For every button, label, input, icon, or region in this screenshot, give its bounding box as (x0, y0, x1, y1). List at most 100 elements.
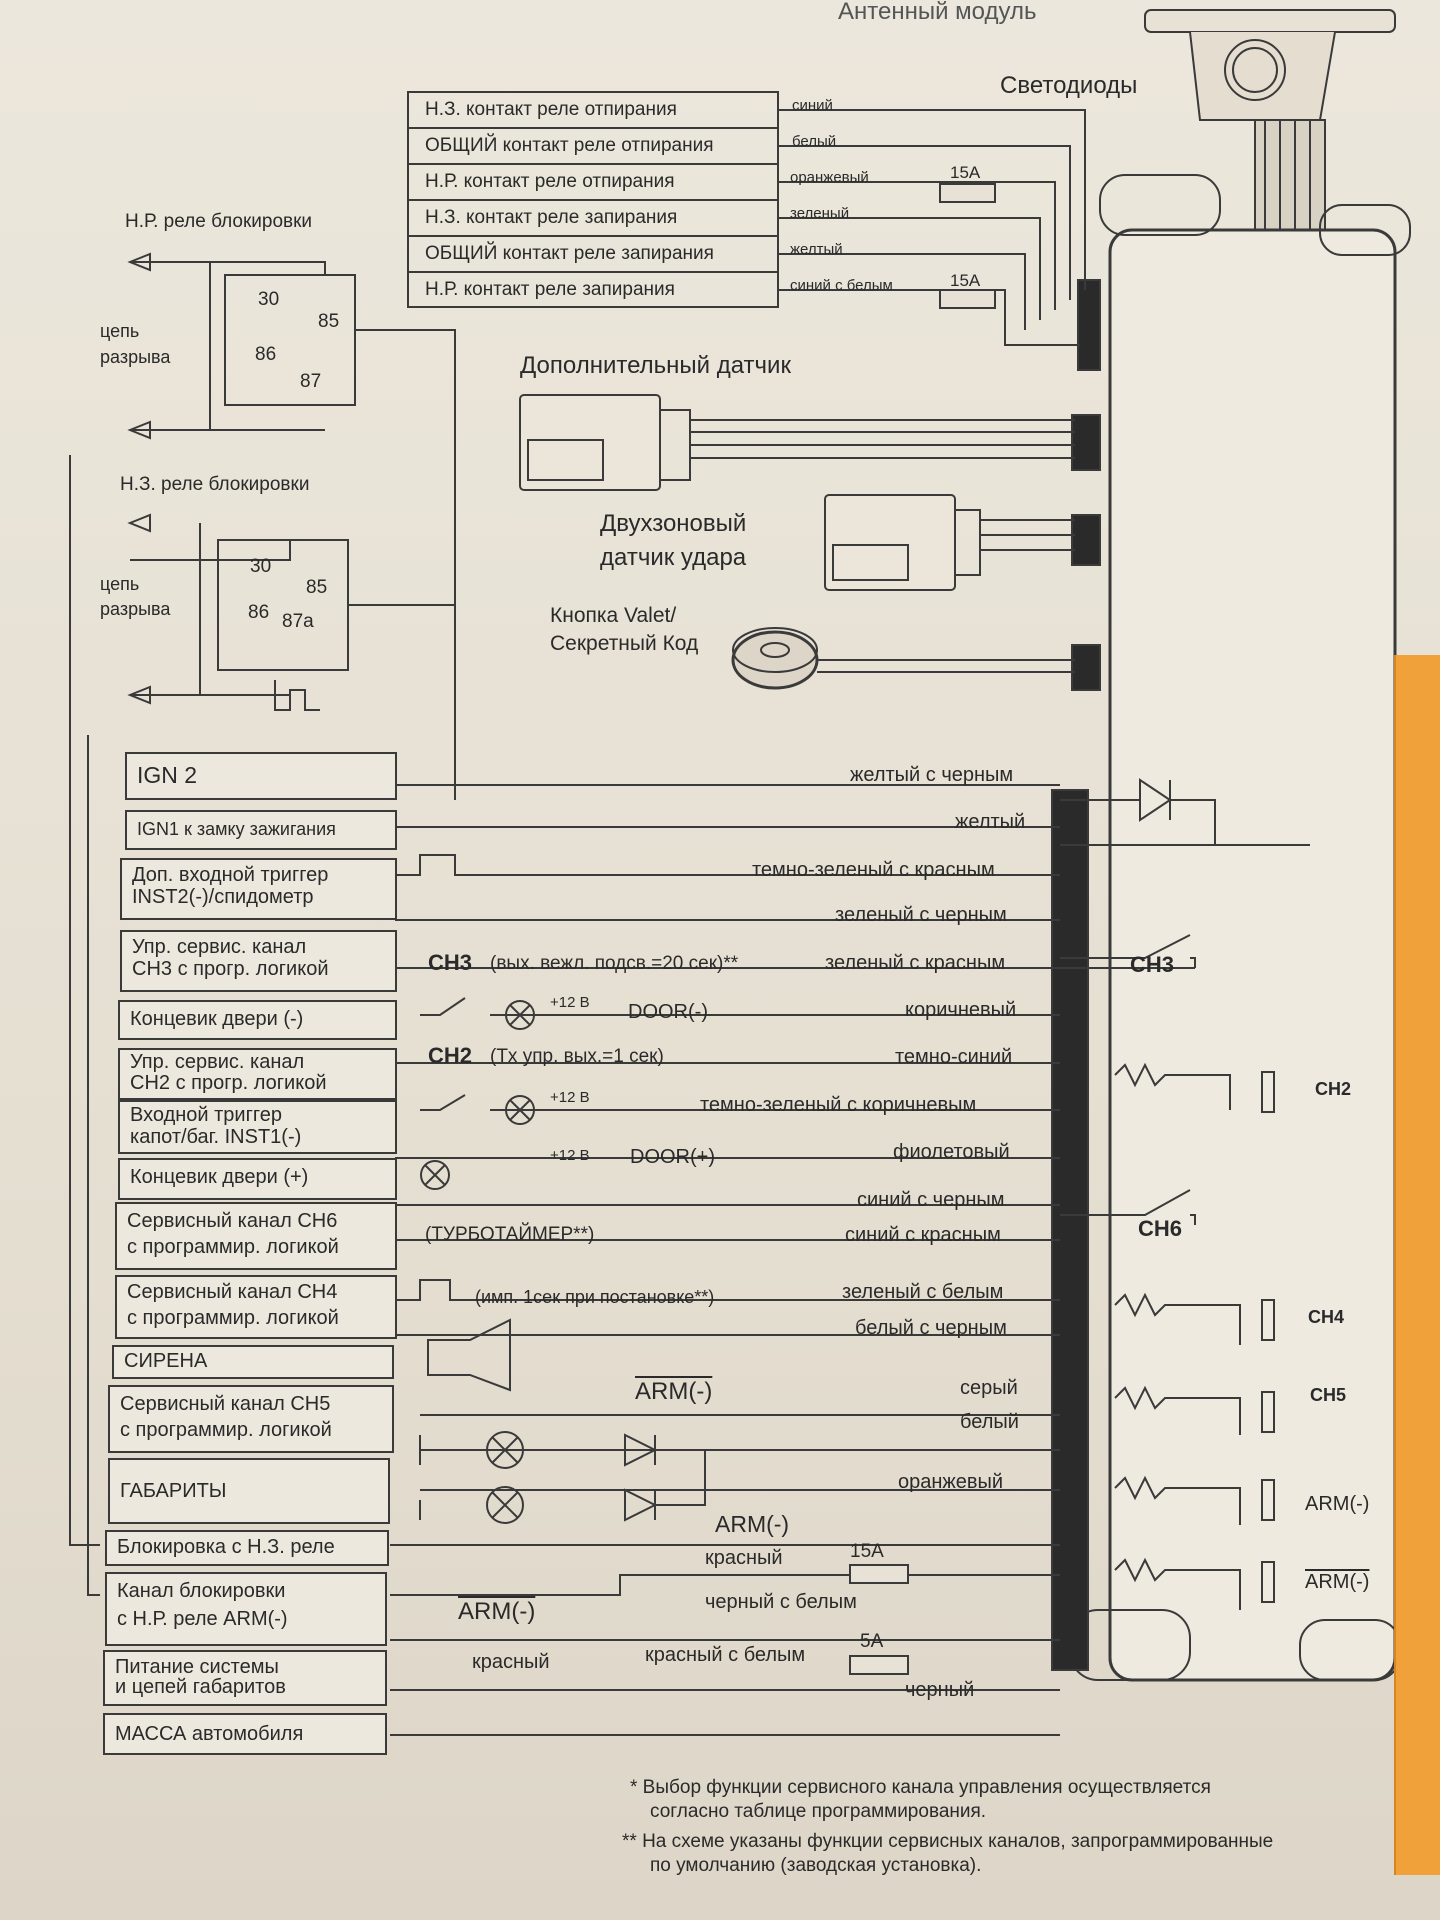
relay-nc-pin-85: 85 (306, 577, 328, 598)
plus12-label-2: +12 В (550, 1089, 590, 1106)
fuse-15a: 15A (850, 1541, 884, 1562)
lock-wire-5: желтый (790, 241, 843, 258)
turbo-note: (ТУРБОТАЙМЕР**) (425, 1224, 595, 1245)
wire-red-white: красный с белым (645, 1644, 806, 1666)
ch3-relay-label: CH3 (1130, 952, 1175, 977)
wire-brown: коричневый (905, 999, 1017, 1021)
relay-nc-pin-30: 30 (250, 556, 272, 577)
func-nc-block: Блокировка с Н.З. реле (105, 1530, 389, 1566)
lock-fuse-1: 15А (950, 163, 981, 182)
wire-green-white: зеленый с белым (842, 1281, 1004, 1303)
relay-nc-break-2: разрыва (100, 599, 171, 619)
lock-relay-label-3: Н.Р. контакт реле отпирания (425, 171, 675, 192)
relay-nc-pin-87a: 87а (282, 611, 314, 632)
func-ign1: IGN1 к замку зажигания (125, 810, 397, 850)
relay-no-pin-30: 30 (258, 289, 280, 310)
wire-white-black: белый с черным (855, 1317, 1007, 1339)
func-ign2: IGN 2 (125, 752, 397, 800)
lamp-symbols (419, 1000, 706, 1524)
relay-no-break-1: цепь (100, 321, 140, 341)
func-ground: МАССА автомобиля (103, 1713, 387, 1755)
lock-relay-label-4: Н.З. контакт реле запирания (425, 207, 678, 228)
antenna-module-label: Антенный модуль (838, 0, 1037, 25)
ch3-annotation: CH3 (428, 950, 473, 975)
wire-orange: оранжевый (898, 1471, 1004, 1493)
wire-red-2: красный (472, 1651, 550, 1673)
relay-no-pin-85: 85 (318, 311, 340, 332)
door-plus-label: DOOR(+) (630, 1146, 715, 1168)
wire-black-white: черный с белым (705, 1591, 857, 1613)
lock-relay-label-5: ОБЩИЙ контакт реле запирания (425, 243, 714, 264)
ch3-note: (вых. вежл. подсв.=20 сек)** (490, 953, 739, 974)
valet-label-2: Секретный Код (550, 632, 699, 655)
function-wires (390, 784, 1060, 1736)
main-unit-drawing (1051, 174, 1411, 1682)
func-parking-lights: ГАБАРИТЫ (108, 1458, 390, 1524)
ch2-note: (Tx упр. вых.=1 сек) (490, 1046, 664, 1067)
additional-sensor-label: Дополнительный датчик (520, 352, 791, 379)
ch4-note: (имп. 1сек при постановке**) (475, 1287, 715, 1307)
ch5-out-label: CH5 (1310, 1385, 1347, 1405)
relay-no-pin-86: 86 (255, 344, 277, 365)
wire-gray: серый (960, 1377, 1018, 1399)
shock-sensor-label-1: Двухзоновый (600, 510, 747, 537)
wire-violet: фиолетовый (893, 1141, 1010, 1163)
wire-blue-black: синий с черным (857, 1189, 1005, 1211)
antenna-module-drawing (1144, 9, 1396, 231)
wire-yellow-black: желтый с черным (850, 764, 1014, 786)
lock-fuse-2: 15А (950, 271, 981, 290)
wire-red-1: красный (705, 1547, 783, 1569)
ch2-annotation: CH2 (428, 1043, 473, 1068)
wire-black: черный (905, 1679, 975, 1701)
leds-label: Светодиоды (1000, 72, 1138, 99)
lock-wire-2: белый (792, 133, 837, 150)
lock-relay-wires (407, 91, 1086, 346)
func-siren: СИРЕНА (112, 1345, 394, 1379)
relay-nc-break-1: цепь (100, 574, 140, 594)
lock-relay-label-1: Н.З. контакт реле отпирания (425, 99, 677, 120)
wire-dkgreen-brown: темно-зеленый с коричневым (700, 1094, 977, 1116)
relay-no-title: Н.Р. реле блокировки (125, 211, 313, 232)
lock-wire-4: зеленый (790, 205, 850, 222)
wire-yellow: желтый (955, 811, 1026, 833)
relay-nc-title: Н.З. реле блокировки (120, 474, 310, 495)
relay-no-break-2: разрыва (100, 347, 171, 367)
ch4-out-label: CH4 (1308, 1307, 1345, 1327)
arm-parking-label: ARM(-) (715, 1511, 790, 1537)
ch6-relay-label: CH6 (1138, 1216, 1183, 1241)
lock-relay-label-6: Н.Р. контакт реле запирания (425, 279, 675, 300)
footnote-1: * Выбор функции сервисного канала управл… (630, 1777, 1211, 1798)
fuse-5a: 5A (860, 1631, 884, 1652)
sensor-drawings (519, 394, 1075, 690)
wire-blue-red: синий с красным (845, 1224, 1001, 1246)
right-side-outputs (1060, 778, 1310, 1610)
arm-siren-label: ARM(-) (635, 1378, 713, 1405)
func-door-minus: Концевик двери (-) (118, 1000, 397, 1040)
wire-white: белый (960, 1411, 1019, 1433)
arm-out-label-1: ARM(-) (1305, 1493, 1370, 1515)
footnote-4: по умолчанию (заводская установка). (650, 1855, 982, 1876)
relay-no-pin-87: 87 (300, 371, 322, 392)
ch2-out-label: CH2 (1315, 1079, 1352, 1099)
lock-wire-1: синий (792, 97, 833, 114)
orange-sticky-tab (1394, 655, 1440, 1875)
lock-wire-3: оранжевый (790, 169, 869, 186)
wire-green-black: зеленый с черным (835, 904, 1007, 926)
door-minus-label: DOOR(-) (628, 1001, 708, 1023)
footnote-3: ** На схеме указаны функции сервисных ка… (622, 1831, 1274, 1852)
func-door-plus: Концевик двери (+) (118, 1158, 397, 1200)
wire-dkblue: темно-синий (895, 1046, 1013, 1068)
wire-dkgreen-red: темно-зеленый с красным (752, 859, 995, 881)
lock-relay-label-2: ОБЩИЙ контакт реле отпирания (425, 135, 714, 156)
plus12-label-3: +12 В (550, 1147, 590, 1164)
shock-sensor-label-2: датчик удара (600, 544, 747, 571)
plus12-label-1: +12 В (550, 994, 590, 1011)
wire-green-red: зеленый с красным (825, 952, 1006, 974)
